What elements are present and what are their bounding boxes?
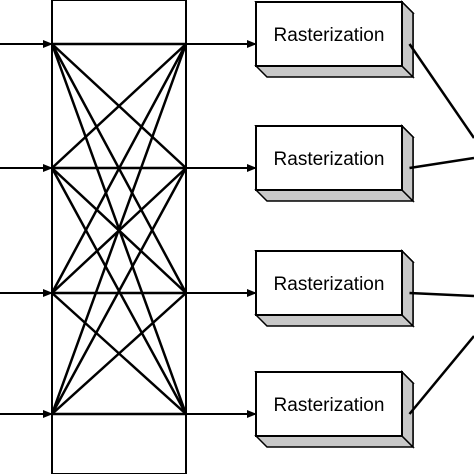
input-arrows [0,40,53,418]
rasterization-stage-boxes: RasterizationRasterizationRasterizationR… [254,0,415,449]
box-right-face [401,0,414,79]
box-bottom-face [254,435,415,448]
box-right-face [401,370,414,449]
rasterization-box: Rasterization [254,249,415,328]
box-front-face [255,371,403,437]
box-right-face [401,124,414,203]
box-right-face [401,249,414,328]
rasterization-box: Rasterization [254,0,415,79]
box-bottom-face [254,314,415,327]
crossbar-line [50,42,188,295]
box-label: Rasterization [274,25,385,46]
box-label: Rasterization [274,395,385,416]
crossbar-output-arrows [186,40,257,418]
box-label: Rasterization [274,149,385,170]
crossbar-line [50,291,188,416]
crossbar-line [50,42,188,170]
box-label: Rasterization [274,274,385,295]
box-front-face [255,1,403,67]
crossbar-line [50,42,188,416]
box-bottom-face [254,65,415,78]
merge-line [408,335,474,415]
box-front-face [255,250,403,316]
rasterization-box: Rasterization [254,370,415,449]
rasterization-box: Rasterization [254,124,415,203]
interconnect-box [51,0,187,474]
box-front-face [255,125,403,191]
merge-line [408,43,474,139]
crossbar-network [50,42,188,416]
merge-lines [408,43,474,415]
box-bottom-face [254,189,415,202]
merge-line [409,156,474,170]
merge-line [409,291,474,298]
crossbar-line [50,166,188,416]
